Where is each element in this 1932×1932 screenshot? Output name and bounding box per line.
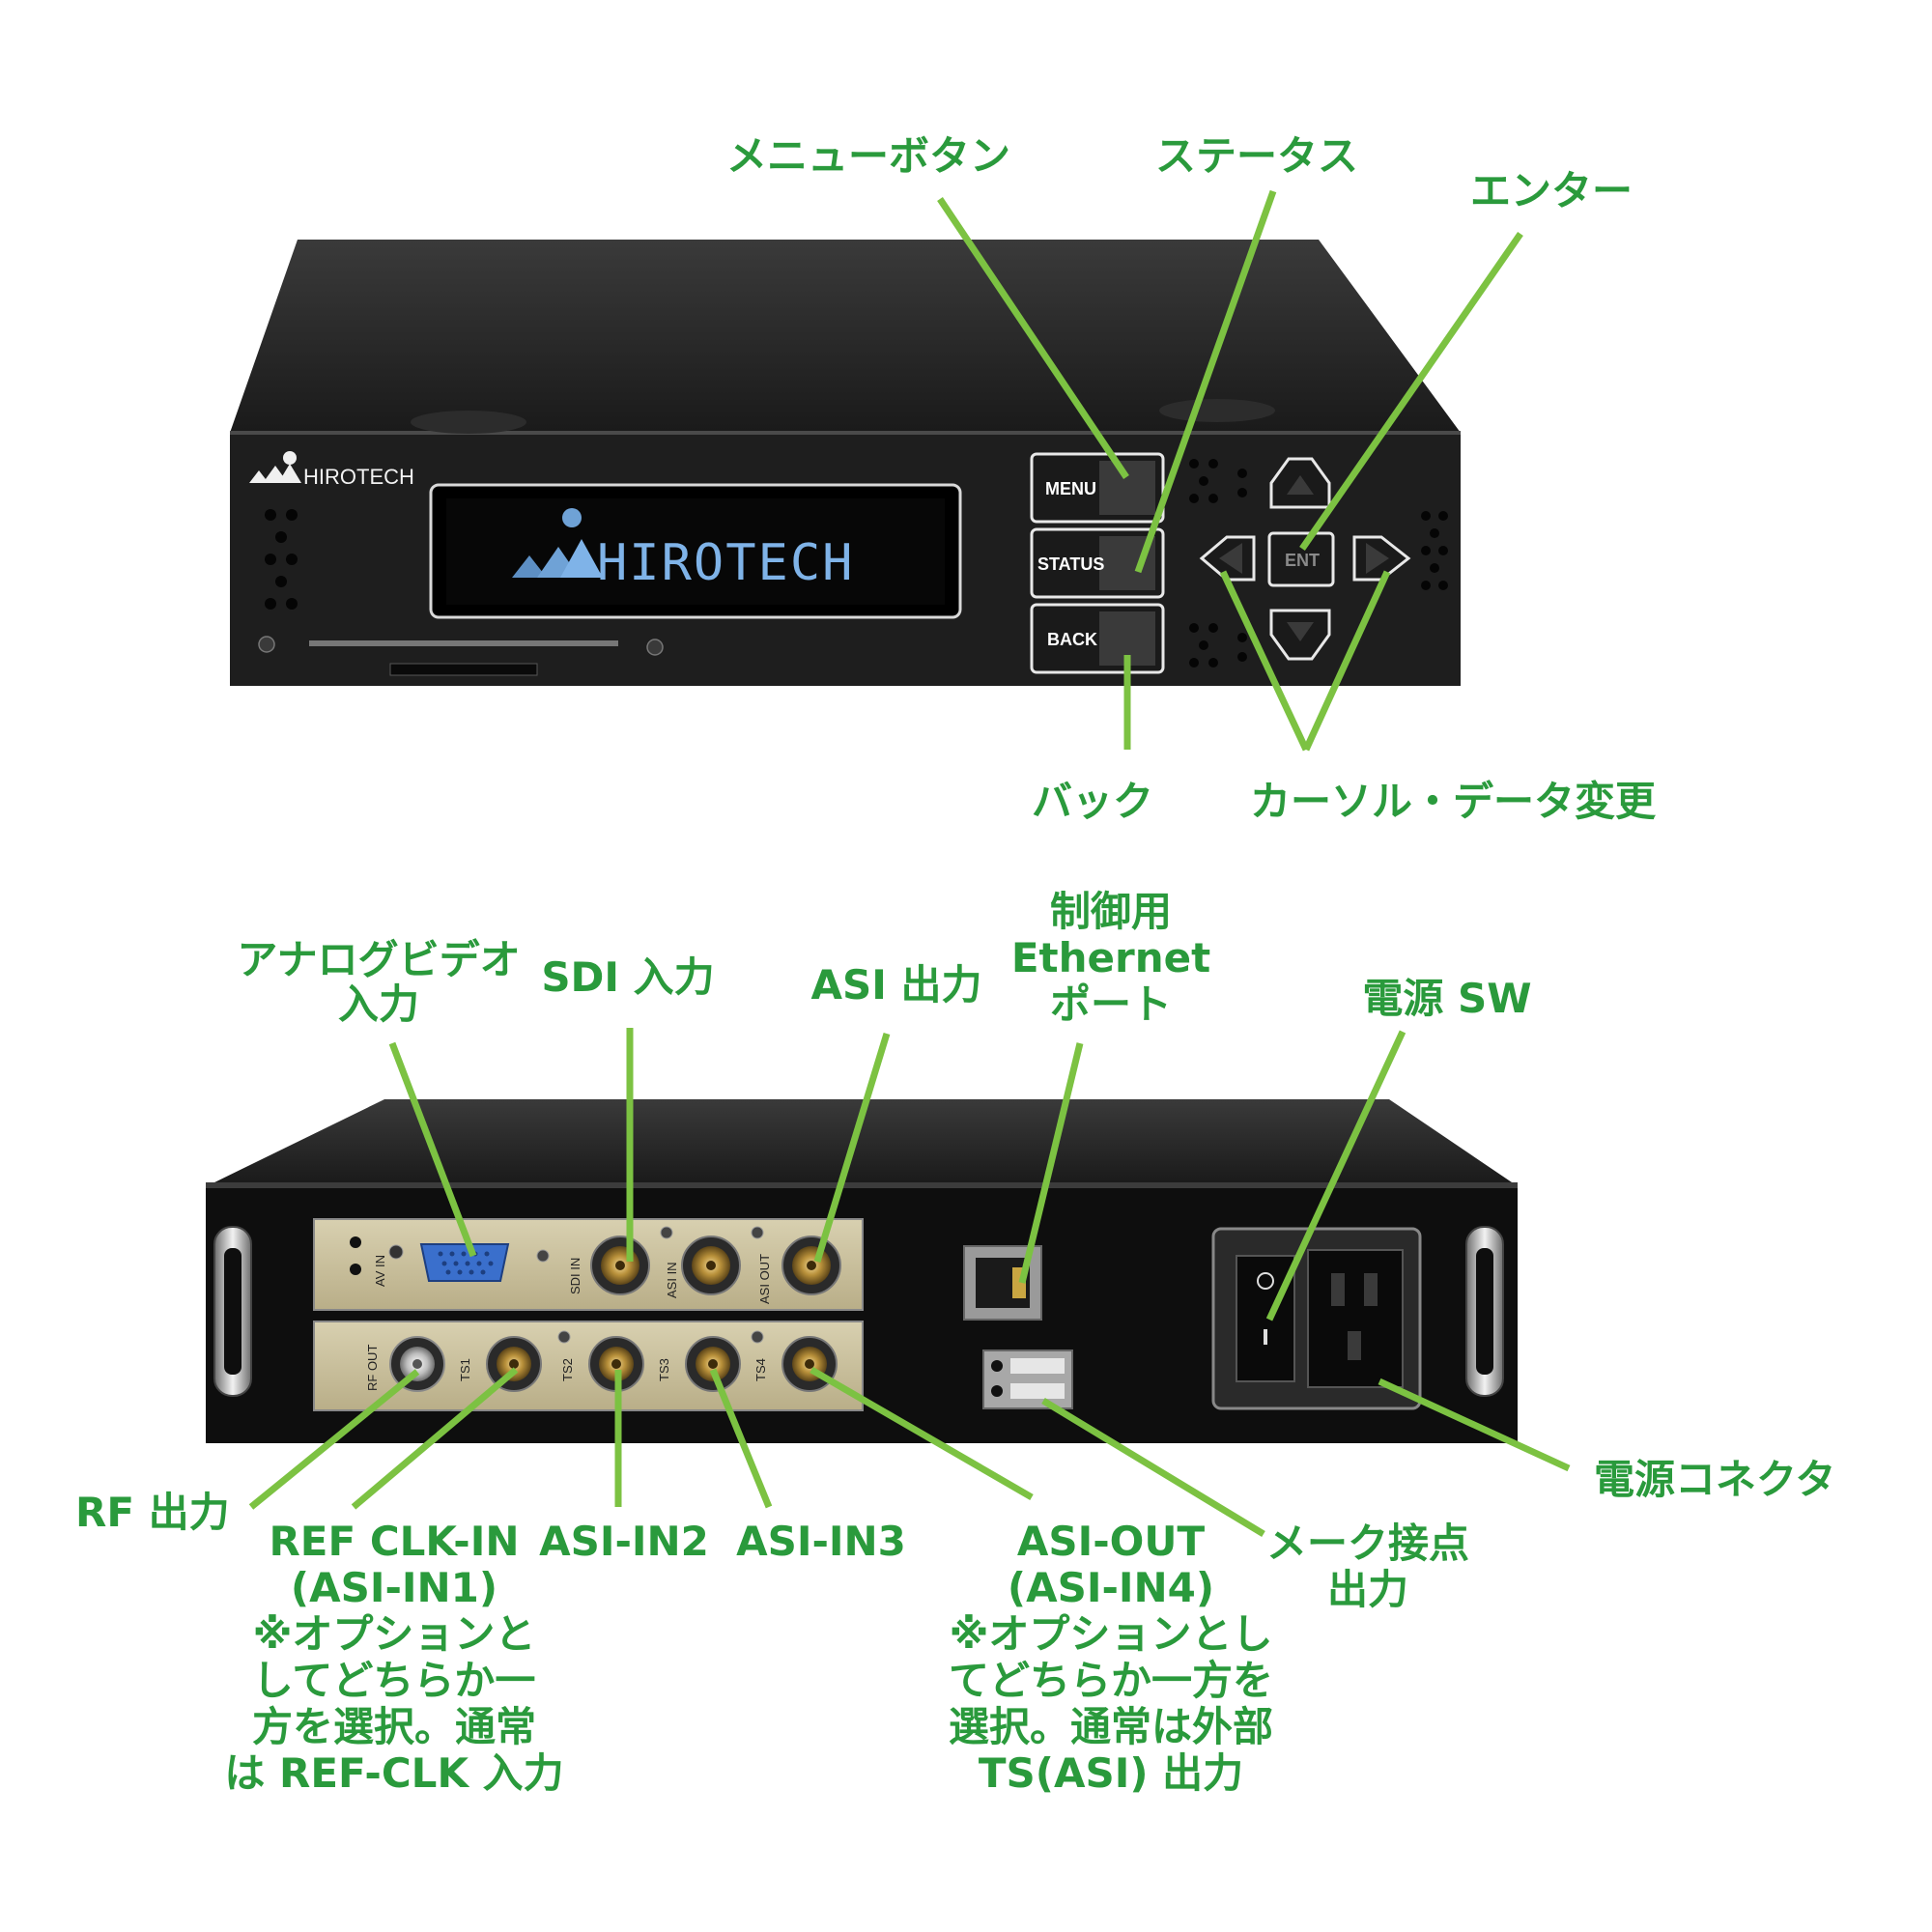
back-button-label: BACK: [1047, 630, 1097, 649]
leader-enter: [1299, 232, 1523, 551]
callout-ref-clk-line2: (ASI-IN1): [291, 1564, 497, 1611]
ts2-label: TS2: [560, 1358, 575, 1381]
ts3-bnc[interactable]: [685, 1336, 741, 1392]
upper-io-card: AV IN SDI IN ASI IN: [313, 1218, 864, 1311]
callout-back: バック: [1032, 778, 1153, 825]
make-contact-terminal[interactable]: [982, 1350, 1073, 1409]
callout-ref-clk-line1: REF CLK-IN: [269, 1518, 519, 1565]
asi-in-bnc[interactable]: [681, 1236, 741, 1295]
asi-in-label: ASI IN: [665, 1262, 679, 1298]
lcd-display: HIROTECH: [429, 483, 962, 619]
status-button-label: STATUS: [1037, 554, 1104, 574]
rf-out-connector[interactable]: [389, 1336, 445, 1392]
card-slot: [309, 640, 618, 646]
ts1-bnc[interactable]: [486, 1336, 542, 1392]
rear-chassis-top: [211, 1099, 1515, 1184]
callout-asi-out-in4-line6: TS(ASI) 出力: [979, 1749, 1243, 1797]
power-inlet-module: [1211, 1227, 1422, 1410]
asi-out-label: ASI OUT: [757, 1254, 772, 1304]
ts3-label: TS3: [657, 1358, 671, 1381]
callout-analog-video-in-line2: 入力: [338, 980, 419, 1028]
callout-ref-clk-line6: は REF-CLK 入力: [224, 1749, 563, 1797]
leader-menu: [937, 197, 1129, 479]
front-device: HIROTECH HIROTECH MENU: [230, 240, 1461, 686]
power-switch[interactable]: [1236, 1255, 1295, 1382]
callout-asi-out-in4-line2: (ASI-IN4): [1008, 1564, 1214, 1611]
callout-asi-in3: ASI-IN3: [736, 1518, 906, 1565]
screw: [646, 639, 664, 656]
callout-menu-button: メニューボタン: [726, 132, 1010, 180]
callout-make-contact-line2: 出力: [1327, 1566, 1408, 1613]
cursor-down-button[interactable]: [1269, 609, 1331, 661]
leader-status: [1134, 189, 1277, 574]
callout-asi-out-in4-line1: ASI-OUT: [1017, 1518, 1206, 1565]
leader-make-contact: [1041, 1398, 1265, 1537]
menu-button-label: MENU: [1045, 479, 1096, 498]
ts4-label: TS4: [753, 1358, 768, 1381]
callouts: メニューボタン ステータス エンター バック カーソル・データ変更 アナログビデ…: [75, 132, 1835, 1797]
leader-power-sw: [1265, 1030, 1406, 1321]
menu-button[interactable]: MENU: [1030, 452, 1165, 524]
brand-logo-text: HIROTECH: [303, 465, 414, 489]
leader-ref-clk: [351, 1367, 519, 1510]
leader-rf-out: [248, 1369, 420, 1510]
brand-logo: HIROTECH: [249, 451, 414, 489]
callout-asi-out-in4-line4: てどちらか一方を: [949, 1657, 1273, 1704]
cursor-left-button[interactable]: [1199, 535, 1256, 582]
callout-analog-video-in-line1: アナログビデオ: [237, 936, 520, 983]
callout-asi-out-in4-line5: 選択。通常は外部: [949, 1703, 1273, 1750]
enter-button-label: ENT: [1285, 551, 1320, 570]
callout-rf-out: RF 出力: [75, 1489, 230, 1536]
power-connector[interactable]: [1307, 1249, 1404, 1388]
leader-analog-video: [388, 1041, 477, 1258]
keypad-vent: [1189, 459, 1448, 668]
ts1-label: TS1: [458, 1358, 472, 1381]
asi-out-bnc[interactable]: [781, 1236, 841, 1295]
sdi-in-bnc[interactable]: [590, 1236, 650, 1295]
callout-asi-out: ASI 出力: [810, 961, 981, 1009]
callout-status: ステータス: [1155, 132, 1358, 180]
rf-out-label: RF OUT: [365, 1345, 380, 1391]
callout-ethernet-line2: Ethernet: [1011, 934, 1210, 981]
leader-power-connector: [1378, 1378, 1571, 1472]
sdi-in-label: SDI IN: [568, 1258, 582, 1294]
callout-ethernet-line1: 制御用: [1050, 888, 1172, 935]
callout-make-contact-line1: メーク接点: [1266, 1520, 1469, 1567]
rear-device: AV IN SDI IN ASI IN: [206, 1099, 1518, 1443]
callout-asi-out-in4-line3: ※オプションとし: [950, 1610, 1273, 1658]
leader-asi-in3: [709, 1368, 773, 1509]
leader-lines: [248, 189, 1571, 1537]
enter-button[interactable]: ENT: [1267, 531, 1335, 587]
front-chassis-top: [230, 240, 1461, 433]
screw: [258, 636, 275, 653]
cursor-right-button[interactable]: [1352, 535, 1411, 582]
callout-power-connector: 電源コネクタ: [1594, 1456, 1835, 1503]
leader-asi-out: [813, 1032, 891, 1264]
callout-ethernet-line3: ポート: [1050, 980, 1172, 1028]
callout-cursor-data-change: カーソル・データ変更: [1250, 778, 1657, 825]
callout-ref-clk-line4: してどちらか一: [253, 1657, 536, 1704]
lcd-text: HIROTECH: [597, 534, 854, 592]
leader-asi-out-in4: [810, 1366, 1034, 1501]
leader-cursor-right: [1302, 570, 1391, 752]
left-vent: [265, 509, 298, 610]
cursor-up-button[interactable]: [1269, 457, 1331, 509]
callout-power-sw: 電源 SW: [1362, 975, 1531, 1022]
leader-cursor-left: [1219, 570, 1310, 752]
callout-sdi-in: SDI 入力: [541, 953, 714, 1001]
back-button[interactable]: BACK: [1030, 603, 1165, 674]
callout-enter: エンター: [1470, 167, 1633, 214]
callout-asi-in2: ASI-IN2: [539, 1518, 709, 1565]
callout-ref-clk-line3: ※オプションと: [253, 1610, 536, 1658]
vga-connector[interactable]: [419, 1243, 510, 1282]
lower-io-card: RF OUT TS1 TS2 TS3: [313, 1321, 864, 1411]
av-in-label: AV IN: [373, 1255, 387, 1287]
leader-ethernet: [1018, 1042, 1084, 1284]
callout-ref-clk-line5: 方を選択。通常: [252, 1703, 536, 1750]
